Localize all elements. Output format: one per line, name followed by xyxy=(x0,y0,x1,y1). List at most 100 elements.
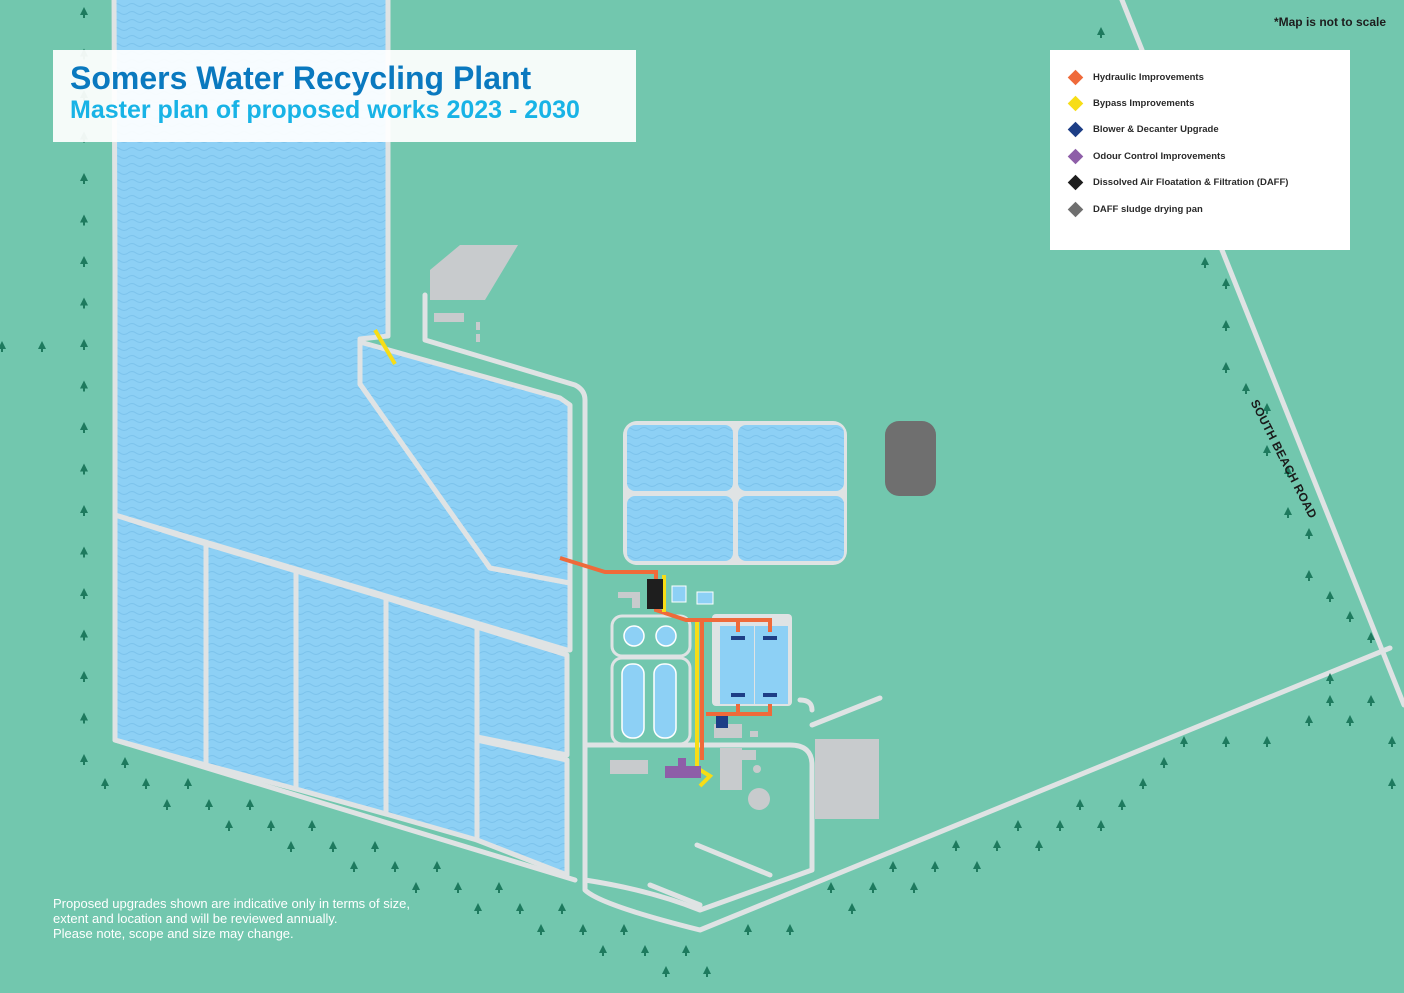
tree-icon xyxy=(80,505,88,516)
tree-icon xyxy=(1284,507,1292,518)
disclaimer-line: Proposed upgrades shown are indicative o… xyxy=(53,896,410,911)
tree-icon xyxy=(1388,778,1396,789)
tree-icon xyxy=(516,903,524,914)
tree-icon xyxy=(1222,278,1230,289)
tree-icon xyxy=(391,861,399,872)
page-title: Somers Water Recycling Plant xyxy=(70,60,532,96)
tree-icon xyxy=(80,380,88,392)
legend-label: Odour Control Improvements xyxy=(1093,150,1226,162)
tree-icon xyxy=(931,861,939,872)
legend-item: DAFF sludge drying pan xyxy=(1067,201,1203,217)
tree-icon xyxy=(1139,778,1147,789)
tree-icon xyxy=(1326,673,1334,684)
treatment-area xyxy=(610,585,792,746)
tree-icon xyxy=(80,256,88,267)
legend-swatch-daff xyxy=(1067,174,1084,190)
tree-icon xyxy=(80,297,88,309)
tree-icon xyxy=(287,841,295,852)
tree-icon xyxy=(1263,445,1271,456)
tree-icon xyxy=(1263,403,1271,414)
tree-icon xyxy=(1222,362,1230,373)
tree-icon xyxy=(682,945,690,956)
tree-icon xyxy=(371,841,379,852)
tree-icon xyxy=(412,882,420,893)
tree-icon xyxy=(1160,757,1168,768)
legend-item: Dissolved Air Floatation & Filtration (D… xyxy=(1067,174,1288,190)
tree-icon xyxy=(184,778,192,789)
legend-item: Blower & Decanter Upgrade xyxy=(1067,121,1219,137)
tree-icon xyxy=(558,903,566,914)
tree-icon xyxy=(579,924,587,935)
tree-icon xyxy=(1056,820,1064,831)
tree-icon xyxy=(1076,799,1084,810)
tree-icon xyxy=(1097,820,1105,831)
lagoon xyxy=(383,595,480,843)
tree-icon xyxy=(1388,736,1396,747)
tree-icon xyxy=(474,903,482,914)
disclaimer-line: extent and location and will be reviewed… xyxy=(53,911,338,926)
tree-icon xyxy=(80,712,88,724)
tree-icon xyxy=(80,214,88,226)
legend-item: Bypass Improvements xyxy=(1067,95,1195,111)
tree-icon xyxy=(101,778,109,789)
tree-icon xyxy=(329,841,337,852)
legend-swatch-sludge xyxy=(1067,201,1084,217)
tree-icon xyxy=(1097,27,1105,38)
lagoon xyxy=(203,541,299,792)
upgrade-works xyxy=(373,328,772,788)
trees xyxy=(0,7,1396,977)
lagoon xyxy=(293,568,389,817)
tree-icon xyxy=(1326,695,1334,706)
tree-icon xyxy=(869,882,877,893)
bypass-improvements-line xyxy=(373,328,714,788)
legend: Hydraulic Improvements Bypass Improvemen… xyxy=(1050,50,1350,250)
tree-icon xyxy=(620,924,628,935)
tree-icon xyxy=(641,945,649,956)
tree-icon xyxy=(495,882,503,893)
tree-icon xyxy=(889,861,897,872)
page-subtitle: Master plan of proposed works 2023 - 203… xyxy=(70,96,580,124)
lagoon xyxy=(474,624,570,758)
tree-icon xyxy=(786,924,794,935)
tree-icon xyxy=(1180,736,1188,747)
tree-icon xyxy=(246,799,254,810)
daff-building xyxy=(647,579,663,609)
tree-icon xyxy=(142,778,150,789)
tree-icon xyxy=(848,903,856,914)
tree-icon xyxy=(1284,466,1292,477)
tree-icon xyxy=(599,945,607,956)
lagoons xyxy=(111,0,573,878)
tree-icon xyxy=(80,629,88,641)
legend-label: Bypass Improvements xyxy=(1093,97,1195,109)
tree-icon xyxy=(1014,820,1022,831)
tree-icon xyxy=(1346,611,1354,622)
tree-icon xyxy=(952,840,960,851)
tree-icon xyxy=(1326,591,1334,602)
daff-sludge-drying-pan xyxy=(885,421,936,496)
disclaimer-line: Please note, scope and size may change. xyxy=(53,926,294,941)
tree-icon xyxy=(225,820,233,831)
tree-icon xyxy=(80,546,88,558)
tree-icon xyxy=(1305,570,1313,581)
tree-icon xyxy=(1367,632,1375,643)
legend-item: Odour Control Improvements xyxy=(1067,148,1226,164)
tree-icon xyxy=(1035,840,1043,851)
tree-icon xyxy=(910,882,918,893)
legend-swatch-hydraulic xyxy=(1067,69,1084,85)
tree-icon xyxy=(0,341,6,352)
title-box: Somers Water Recycling Plant Master plan… xyxy=(53,50,636,142)
tree-icon xyxy=(1263,736,1271,747)
tree-icon xyxy=(973,861,981,872)
lagoon xyxy=(357,339,573,586)
tree-icon xyxy=(80,588,88,599)
tree-icon xyxy=(1201,257,1209,268)
tree-icon xyxy=(38,341,46,352)
tree-icon xyxy=(1242,383,1250,394)
legend-label: Blower & Decanter Upgrade xyxy=(1093,123,1219,135)
tree-icon xyxy=(1118,799,1126,810)
tree-icon xyxy=(993,840,1001,851)
tree-icon xyxy=(163,799,171,810)
tree-icon xyxy=(1222,736,1230,747)
